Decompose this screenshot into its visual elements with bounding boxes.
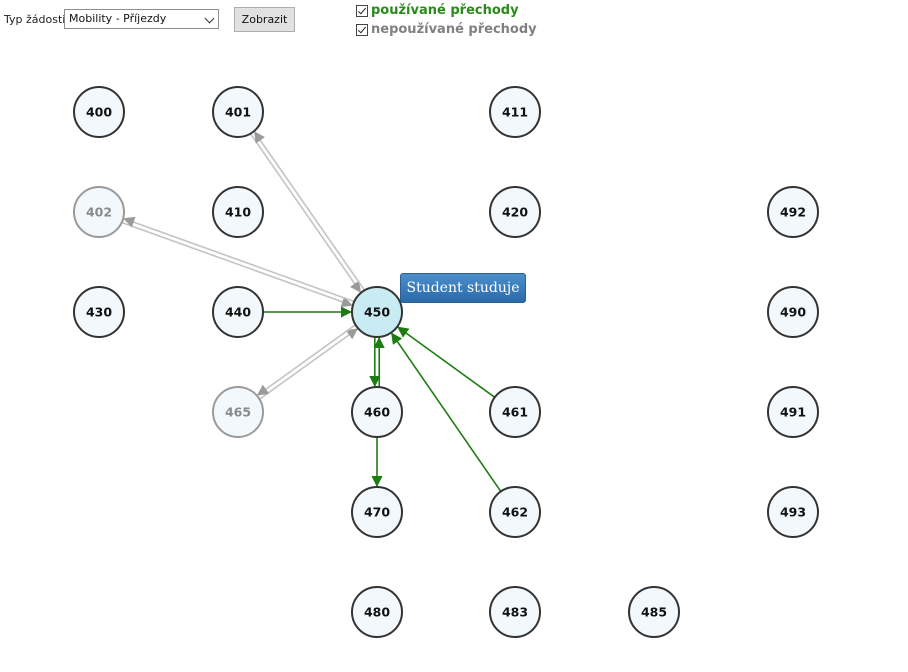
show-button[interactable]: Zobrazit (234, 7, 295, 32)
node-circle[interactable] (767, 386, 819, 438)
node-label: 492 (780, 205, 806, 220)
node-491[interactable]: 491 (767, 386, 819, 438)
edge-401-450 (249, 133, 362, 293)
node-circle[interactable] (212, 286, 264, 338)
node-462[interactable]: 462 (489, 486, 541, 538)
node-circle[interactable] (767, 486, 819, 538)
node-label: 401 (225, 105, 251, 120)
node-label: 493 (780, 505, 806, 520)
node-483[interactable]: 483 (489, 586, 541, 638)
node-label: 480 (364, 605, 390, 620)
node-label: 470 (364, 505, 390, 520)
node-465[interactable]: 465 (212, 386, 264, 438)
checkbox-checked-icon[interactable] (356, 23, 368, 36)
edge-462-450 (391, 332, 502, 492)
request-type-value: Mobility - Příjezdy (69, 12, 167, 25)
node-492[interactable]: 492 (767, 186, 819, 238)
node-label: 485 (641, 605, 667, 620)
node-410[interactable]: 410 (212, 186, 264, 238)
edge-450-401 (253, 131, 366, 291)
node-circle[interactable] (212, 86, 264, 138)
node-label: 483 (502, 605, 528, 620)
node-circle[interactable] (73, 186, 125, 238)
node-label: 450 (364, 305, 390, 320)
node-circle[interactable] (212, 186, 264, 238)
edge-465-450 (259, 328, 359, 400)
node-460[interactable]: 460 (351, 386, 403, 438)
node-label: 460 (364, 405, 390, 420)
node-label: 491 (780, 405, 806, 420)
edge-450-465 (256, 324, 356, 396)
node-label: 402 (86, 205, 112, 220)
unused-transitions-toggle[interactable]: nepoužívané přechody (356, 22, 537, 37)
node-450[interactable]: 450 (351, 286, 403, 338)
request-type-label: Typ žádosti (4, 13, 66, 26)
node-label: 400 (86, 105, 112, 120)
edge-402-450 (121, 221, 353, 308)
checkbox-checked-icon[interactable] (356, 4, 368, 17)
node-circle[interactable] (73, 86, 125, 138)
used-transitions-toggle[interactable]: používané přechody (356, 3, 519, 18)
node-circle[interactable] (489, 386, 541, 438)
node-tooltip: Student studuje (400, 273, 526, 303)
node-label: 465 (225, 405, 251, 420)
node-circle[interactable] (489, 586, 541, 638)
node-400[interactable]: 400 (73, 86, 125, 138)
node-circle[interactable] (767, 186, 819, 238)
request-type-select[interactable]: Mobility - Příjezdy (64, 9, 219, 29)
node-circle[interactable] (767, 286, 819, 338)
used-transitions-label: používané přechody (371, 3, 519, 18)
node-401[interactable]: 401 (212, 86, 264, 138)
edge-461-450 (397, 326, 496, 398)
node-480[interactable]: 480 (351, 586, 403, 638)
node-485[interactable]: 485 (628, 586, 680, 638)
edge-450-402 (123, 216, 355, 303)
node-411[interactable]: 411 (489, 86, 541, 138)
node-label: 420 (502, 205, 528, 220)
node-label: 430 (86, 305, 112, 320)
node-label: 411 (502, 105, 528, 120)
node-label: 462 (502, 505, 528, 520)
node-label: 490 (780, 305, 806, 320)
node-circle[interactable] (351, 286, 403, 338)
node-402[interactable]: 402 (73, 186, 125, 238)
node-circle[interactable] (351, 586, 403, 638)
unused-transitions-label: nepoužívané přechody (371, 22, 537, 37)
node-label: 440 (225, 305, 251, 320)
node-461[interactable]: 461 (489, 386, 541, 438)
node-493[interactable]: 493 (767, 486, 819, 538)
node-circle[interactable] (73, 286, 125, 338)
node-440[interactable]: 440 (212, 286, 264, 338)
node-470[interactable]: 470 (351, 486, 403, 538)
node-circle[interactable] (212, 386, 264, 438)
node-label: 410 (225, 205, 251, 220)
node-420[interactable]: 420 (489, 186, 541, 238)
node-430[interactable]: 430 (73, 286, 125, 338)
node-circle[interactable] (489, 486, 541, 538)
node-label: 461 (502, 405, 528, 420)
node-circle[interactable] (628, 586, 680, 638)
node-circle[interactable] (489, 86, 541, 138)
node-490[interactable]: 490 (767, 286, 819, 338)
node-circle[interactable] (351, 386, 403, 438)
node-circle[interactable] (351, 486, 403, 538)
node-circle[interactable] (489, 186, 541, 238)
